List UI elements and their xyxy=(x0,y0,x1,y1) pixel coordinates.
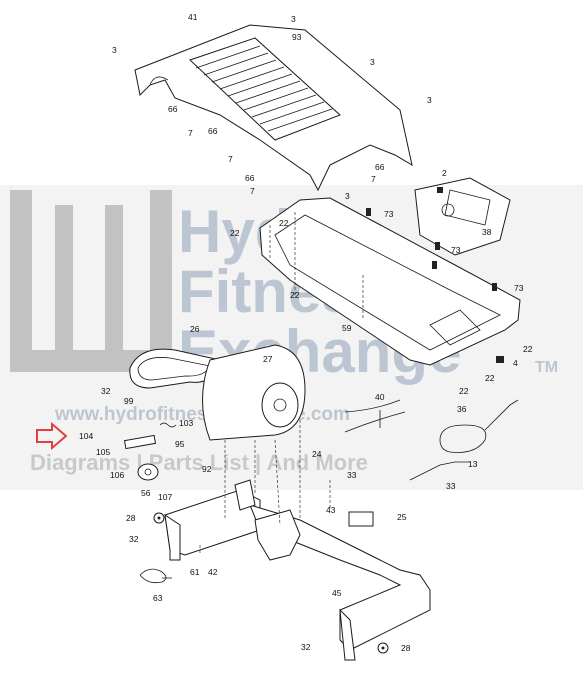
part-label-22: 22 xyxy=(290,290,300,300)
part-label-7: 7 xyxy=(371,174,376,184)
callout-arrow xyxy=(36,421,68,451)
part-label-27: 27 xyxy=(263,354,273,364)
part-label-41: 41 xyxy=(188,12,198,22)
part-label-56: 56 xyxy=(141,488,151,498)
part-label-32: 32 xyxy=(129,534,139,544)
wire-harness xyxy=(344,399,406,433)
part-label-3: 3 xyxy=(291,14,296,24)
part-label-92: 92 xyxy=(202,464,212,474)
hood-vent-panel xyxy=(189,37,341,141)
part-label-7: 7 xyxy=(250,186,255,196)
part-label-33: 33 xyxy=(446,481,456,491)
part-label-95: 95 xyxy=(175,439,185,449)
part-label-93: 93 xyxy=(292,32,302,42)
part-label-104: 104 xyxy=(79,431,93,441)
part-label-33: 33 xyxy=(347,470,357,480)
part-label-7: 7 xyxy=(228,154,233,164)
part-label-28: 28 xyxy=(401,643,411,653)
controller-board xyxy=(414,177,511,256)
part-label-22: 22 xyxy=(279,218,289,228)
part-label-38: 38 xyxy=(482,227,492,237)
part-label-106: 106 xyxy=(110,470,124,480)
part-label-26: 26 xyxy=(190,324,200,334)
part-label-2: 2 xyxy=(442,168,447,178)
part-label-3: 3 xyxy=(112,45,117,55)
part-label-45: 45 xyxy=(332,588,342,598)
part-label-24: 24 xyxy=(312,449,322,459)
part-label-43: 43 xyxy=(326,505,336,515)
part-label-107: 107 xyxy=(158,492,172,502)
part-label-22: 22 xyxy=(230,228,240,238)
part-label-3: 3 xyxy=(427,95,432,105)
part-label-4: 4 xyxy=(513,358,518,368)
part-label-103: 103 xyxy=(179,418,193,428)
part-label-66: 66 xyxy=(245,173,255,183)
part-label-3: 3 xyxy=(370,57,375,67)
part-label-63: 63 xyxy=(153,593,163,603)
part-label-66: 66 xyxy=(208,126,218,136)
power-cord xyxy=(439,399,519,453)
part-label-22: 22 xyxy=(459,386,469,396)
idler-pulley xyxy=(137,463,159,481)
part-label-66: 66 xyxy=(375,162,385,172)
part-label-25: 25 xyxy=(397,512,407,522)
part-label-36: 36 xyxy=(457,404,467,414)
part-label-22: 22 xyxy=(523,344,533,354)
part-label-73: 73 xyxy=(451,245,461,255)
watermark-tm: TM xyxy=(535,359,558,376)
line-cord xyxy=(409,461,470,481)
part-label-105: 105 xyxy=(96,447,110,457)
motor-hood-base xyxy=(259,197,521,366)
part-label-73: 73 xyxy=(514,283,524,293)
watermark-tagline: Diagrams | Parts List | And More xyxy=(30,450,368,475)
part-label-32: 32 xyxy=(301,642,311,652)
part-label-32: 32 xyxy=(101,386,111,396)
part-label-73: 73 xyxy=(384,209,394,219)
part-label-28: 28 xyxy=(126,513,136,523)
part-label-22: 22 xyxy=(485,373,495,383)
part-label-42: 42 xyxy=(208,567,218,577)
part-label-61: 61 xyxy=(190,567,200,577)
part-label-40: 40 xyxy=(375,392,385,402)
ground-wire xyxy=(139,568,172,584)
part-label-7: 7 xyxy=(188,128,193,138)
part-label-13: 13 xyxy=(468,459,478,469)
watermark-url: www.hydrofitnessexchange.com xyxy=(54,404,350,425)
part-label-66: 66 xyxy=(168,104,178,114)
part-label-3: 3 xyxy=(345,191,350,201)
part-label-59: 59 xyxy=(342,323,352,333)
part-label-99: 99 xyxy=(124,396,134,406)
